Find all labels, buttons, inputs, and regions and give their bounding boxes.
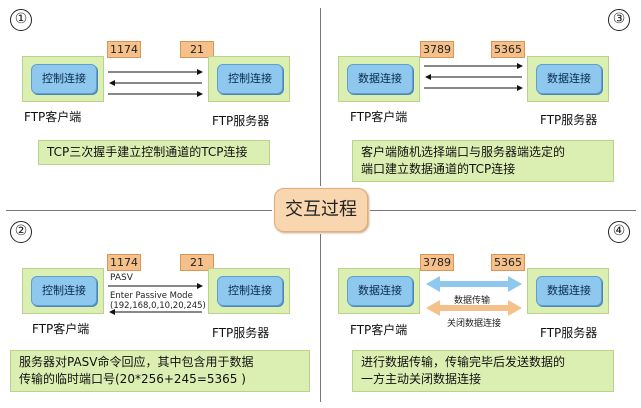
note-1-line-1: TCP三次握手建立控制通道的TCP连接 — [47, 145, 248, 159]
client-connection-box-3: 数据连接 — [347, 64, 413, 94]
server-port-1: 21 — [180, 41, 214, 58]
client-panel-3: 数据连接 — [338, 56, 420, 102]
step-number-1: ① — [10, 9, 32, 31]
server-connection-box-1: 控制连接 — [217, 64, 283, 94]
client-port-2: 1174 — [107, 254, 141, 271]
pasv-reply-label: Enter Passive Mode — [110, 291, 193, 301]
center-title: 交互过程 — [274, 188, 368, 232]
note-4-line-2: 一方主动关闭数据连接 — [361, 372, 482, 386]
client-port-4: 3789 — [420, 254, 454, 271]
client-port-1: 1174 — [107, 41, 141, 58]
server-label-2: FTP服务器 — [212, 326, 270, 340]
client-connection-box-2: 控制连接 — [31, 276, 97, 306]
note-3-line-1: 客户端随机选择端口与服务器端选定的 — [361, 145, 566, 159]
note-4: 进行数据传输，传输完毕后发送数据的 一方主动关闭数据连接 — [352, 350, 614, 392]
note-2: 服务器对PASV命令回应，其中包含用于数据 传输的临时端口号(20*256+24… — [10, 350, 310, 392]
client-label-1: FTP客户端 — [24, 110, 82, 124]
note-2-line-1: 服务器对PASV命令回应，其中包含用于数据 — [19, 355, 254, 369]
client-port-3: 3789 — [420, 41, 454, 58]
server-port-4: 5365 — [491, 254, 525, 271]
step-number-4: ④ — [608, 221, 630, 243]
note-3: 客户端随机选择端口与服务器端选定的 端口建立数据通道的TCP连接 — [352, 140, 614, 182]
client-panel-1: 控制连接 — [22, 56, 104, 102]
client-label-3: FTP客户端 — [350, 110, 408, 124]
client-connection-box-1: 控制连接 — [31, 64, 97, 94]
handshake-arrows-3 — [424, 63, 523, 91]
server-panel-2: 控制连接 — [208, 268, 290, 314]
server-label-4: FTP服务器 — [540, 326, 598, 340]
transfer-label: 数据传输 — [454, 296, 491, 306]
step-number-2: ② — [10, 221, 32, 243]
pasv-arrows — [108, 283, 203, 315]
client-panel-4: 数据连接 — [338, 268, 420, 314]
note-2-line-2: 传输的临时端口号(20*256+245=5365 ) — [19, 372, 246, 386]
server-connection-box-3: 数据连接 — [536, 64, 602, 94]
client-panel-2: 控制连接 — [22, 268, 104, 314]
server-port-2: 21 — [180, 254, 214, 271]
horizontal-divider-left — [6, 210, 272, 211]
server-label-3: FTP服务器 — [540, 113, 598, 127]
server-connection-box-4: 数据连接 — [536, 276, 602, 306]
client-label-2: FTP客户端 — [32, 322, 90, 336]
pasv-command-label: PASV — [110, 273, 133, 283]
server-port-3: 5365 — [491, 41, 525, 58]
pasv-reply-args: (192,168,0,10,20,245) — [110, 301, 206, 311]
handshake-arrows-1 — [108, 69, 203, 97]
server-panel-3: 数据连接 — [527, 56, 609, 102]
note-4-line-1: 进行数据传输，传输完毕后发送数据的 — [361, 355, 566, 369]
note-3-line-2: 端口建立数据通道的TCP连接 — [361, 162, 516, 176]
server-panel-1: 控制连接 — [208, 56, 290, 102]
transfer-arrows — [426, 276, 522, 316]
client-connection-box-4: 数据连接 — [347, 276, 413, 306]
vertical-divider-top — [320, 8, 321, 186]
vertical-divider-bottom — [320, 234, 321, 402]
server-panel-4: 数据连接 — [527, 268, 609, 314]
server-label-1: FTP服务器 — [212, 114, 270, 128]
close-connection-label: 关闭数据连接 — [447, 319, 502, 329]
client-label-4: FTP客户端 — [350, 323, 408, 337]
horizontal-divider-right — [370, 210, 636, 211]
server-connection-box-2: 控制连接 — [217, 276, 283, 306]
note-1: TCP三次握手建立控制通道的TCP连接 — [38, 140, 270, 165]
step-number-3: ③ — [608, 9, 630, 31]
